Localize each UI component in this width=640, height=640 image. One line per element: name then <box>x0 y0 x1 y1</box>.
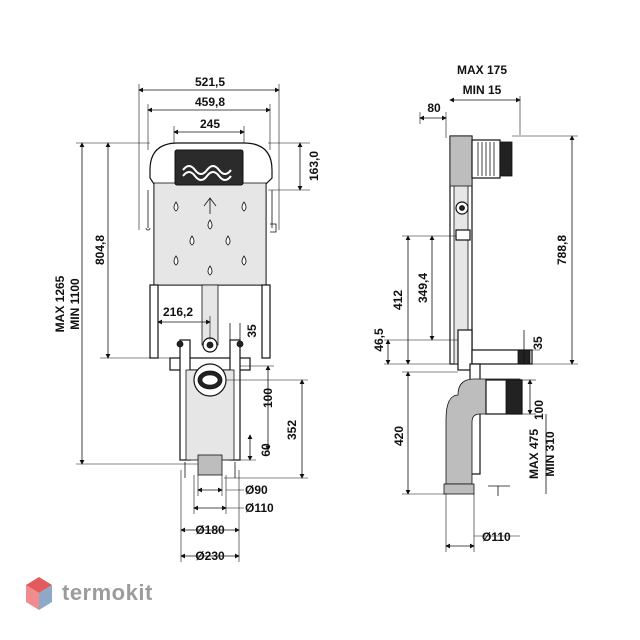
side-view <box>384 96 578 552</box>
dim-outlet-352: 352 <box>285 420 299 440</box>
dim-rod-35-side: 35 <box>531 336 545 350</box>
dim-depth-min: MIN 15 <box>463 83 502 97</box>
dim-pipe-d110-side: Ø110 <box>482 530 511 544</box>
dim-depth-max: MAX 175 <box>457 63 507 77</box>
dim-height-788: 788,8 <box>555 235 569 265</box>
termokit-logo-icon <box>26 577 52 610</box>
dim-depth-80: 80 <box>427 101 441 115</box>
brand-name: termokit <box>62 580 153 605</box>
drain-pipe <box>197 454 223 476</box>
frame-leg-right <box>261 284 271 359</box>
dim-height-46: 46,5 <box>372 328 386 352</box>
drain-pipe-side <box>443 483 475 495</box>
dim-pipe-d90: Ø90 <box>245 483 268 497</box>
dim-pipe-d110: Ø110 <box>245 501 274 515</box>
dim-outlet-60: 60 <box>259 443 273 457</box>
dim-width-d180: Ø180 <box>195 523 225 537</box>
water-drops-icon <box>173 201 247 276</box>
dim-range-min: MIN 310 <box>543 431 557 477</box>
dim-outlet-100-side: 100 <box>532 400 546 420</box>
dim-range-max: MAX 475 <box>527 429 541 479</box>
dim-width-button: 245 <box>200 117 220 131</box>
arrow-up-icon <box>203 197 217 214</box>
dim-height-412: 412 <box>391 290 405 310</box>
dim-width-frame: 459,8 <box>195 95 225 109</box>
front-view <box>76 84 310 562</box>
flush-logo-icon <box>182 165 232 175</box>
dim-width-d230: Ø230 <box>195 549 225 563</box>
dim-button-height: 163,0 <box>307 151 321 181</box>
dim-height-inner: 804,8 <box>93 235 107 265</box>
dim-outlet-100: 100 <box>261 388 275 408</box>
dim-height-420: 420 <box>392 426 406 446</box>
frame-leg-left <box>149 284 159 359</box>
dim-height-max: MAX 1265 <box>53 275 67 332</box>
dim-height-349: 349,4 <box>416 273 430 303</box>
dim-offset-pipe: 216,2 <box>163 305 193 319</box>
dim-height-min: MIN 1100 <box>68 278 82 330</box>
dim-rod-35: 35 <box>245 324 259 338</box>
dim-width-total: 521,5 <box>195 75 225 89</box>
